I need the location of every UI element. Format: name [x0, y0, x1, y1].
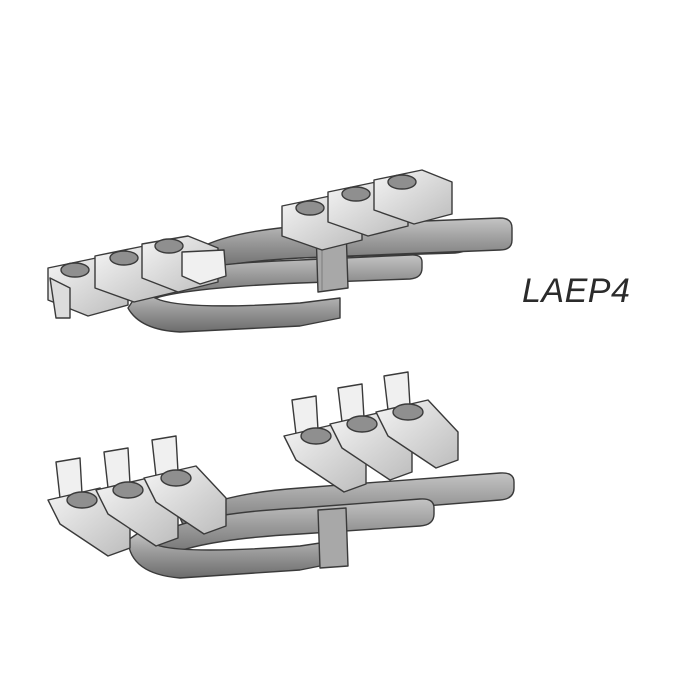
- cable: [199, 217, 513, 271]
- terminal-block-right: [281, 169, 453, 251]
- cable-band: [317, 507, 349, 569]
- lug-group-right: [283, 371, 459, 493]
- busbar-kit-exploded-icon: [47, 371, 515, 579]
- lug-group-left: [47, 435, 227, 557]
- terminal-block-left: [47, 235, 227, 319]
- busbar-kit-assembled-icon: [47, 169, 513, 333]
- product-reference-label: LAEP4: [522, 272, 631, 310]
